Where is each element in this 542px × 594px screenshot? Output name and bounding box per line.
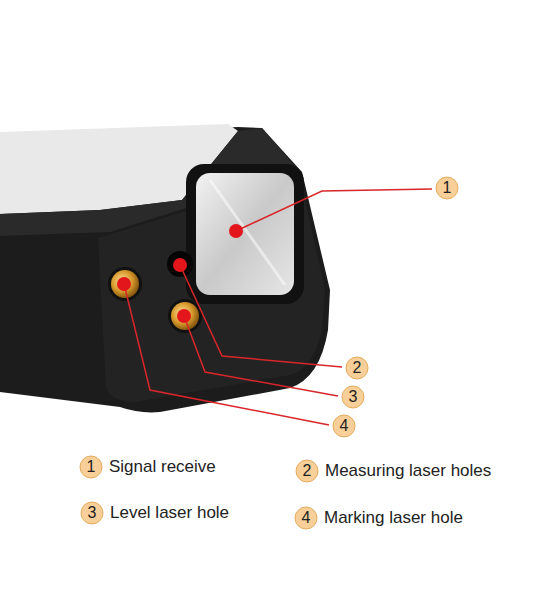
callout-number: 1 [435, 176, 459, 200]
part-name: Signal receive [109, 457, 216, 477]
legend-item: 4 Marking laser hole [294, 506, 463, 530]
leader-lines [124, 189, 432, 425]
legend-item: 2 Measuring laser holes [295, 459, 491, 483]
callout-number: 4 [332, 414, 356, 438]
callout-number: 4 [294, 506, 318, 530]
callout-number: 3 [80, 501, 104, 525]
callout-number: 1 [435, 176, 459, 200]
legend-item: 3 Level laser hole [80, 501, 229, 525]
number-circle: 3 [80, 501, 104, 525]
callout-number: 3 [341, 385, 365, 409]
legend-item: 1 Signal receive [79, 455, 216, 479]
marker-dots [117, 224, 243, 323]
receive-lens [196, 173, 294, 295]
number-circle: 2 [345, 356, 369, 380]
number-circle: 3 [341, 385, 365, 409]
level-hole [171, 302, 199, 330]
number-circle: 2 [295, 459, 319, 483]
number-circle: 1 [435, 176, 459, 200]
number-circle: 1 [79, 455, 103, 479]
measuring-hole [167, 251, 193, 277]
callout-number: 2 [345, 356, 369, 380]
number-circle: 4 [294, 506, 318, 530]
part-name: Measuring laser holes [325, 461, 491, 481]
callout-number: 1 [79, 455, 103, 479]
marking-hole [111, 270, 139, 298]
number-circle: 4 [332, 414, 356, 438]
part-name: Marking laser hole [324, 508, 463, 528]
device-body [0, 124, 330, 412]
callout-number: 3 [341, 385, 365, 409]
callout-number: 2 [345, 356, 369, 380]
callout-number: 4 [332, 414, 356, 438]
part-name: Level laser hole [110, 503, 229, 523]
callout-number: 2 [295, 459, 319, 483]
